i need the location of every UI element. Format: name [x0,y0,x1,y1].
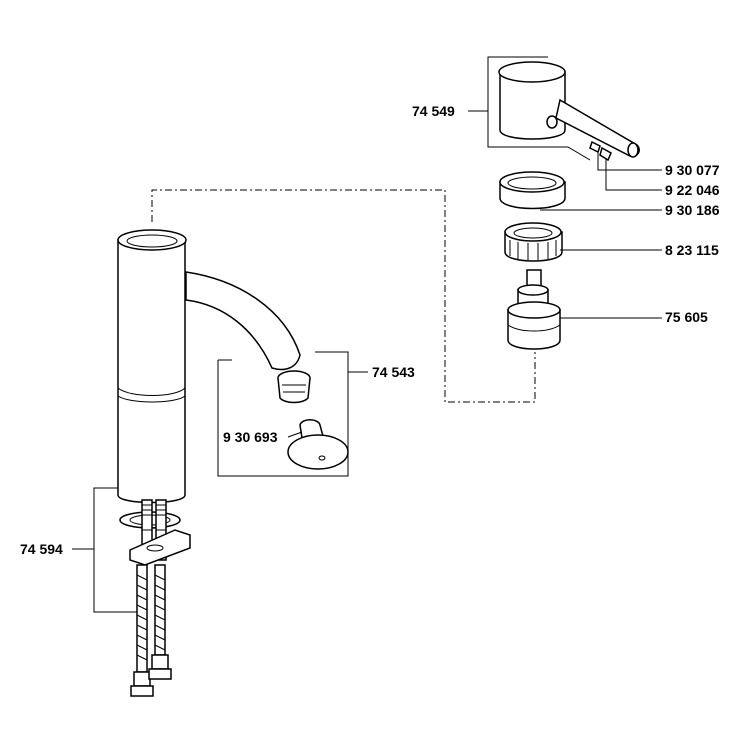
label-mounting-set: 74 594 [20,541,63,557]
label-aerator-key: 9 30 693 [223,429,278,445]
assembly-axis-line [151,189,536,403]
label-cover-ring: 9 30 186 [665,202,720,218]
label-cartridge: 75 605 [665,309,708,325]
leader-lines [72,110,662,613]
label-aerator-set: 74 543 [372,364,415,380]
nut [504,222,563,262]
label-grub-screw: 9 22 046 [665,182,720,198]
label-handle: 74 549 [412,103,455,119]
faucet-body [117,229,301,504]
cover-ring [499,171,566,210]
handle [487,56,640,162]
mounting-set [119,499,191,697]
label-screw-small: 9 30 077 [665,162,720,178]
label-nut: 8 23 115 [665,242,719,258]
aerator-set [217,351,349,477]
cartridge [507,269,561,350]
